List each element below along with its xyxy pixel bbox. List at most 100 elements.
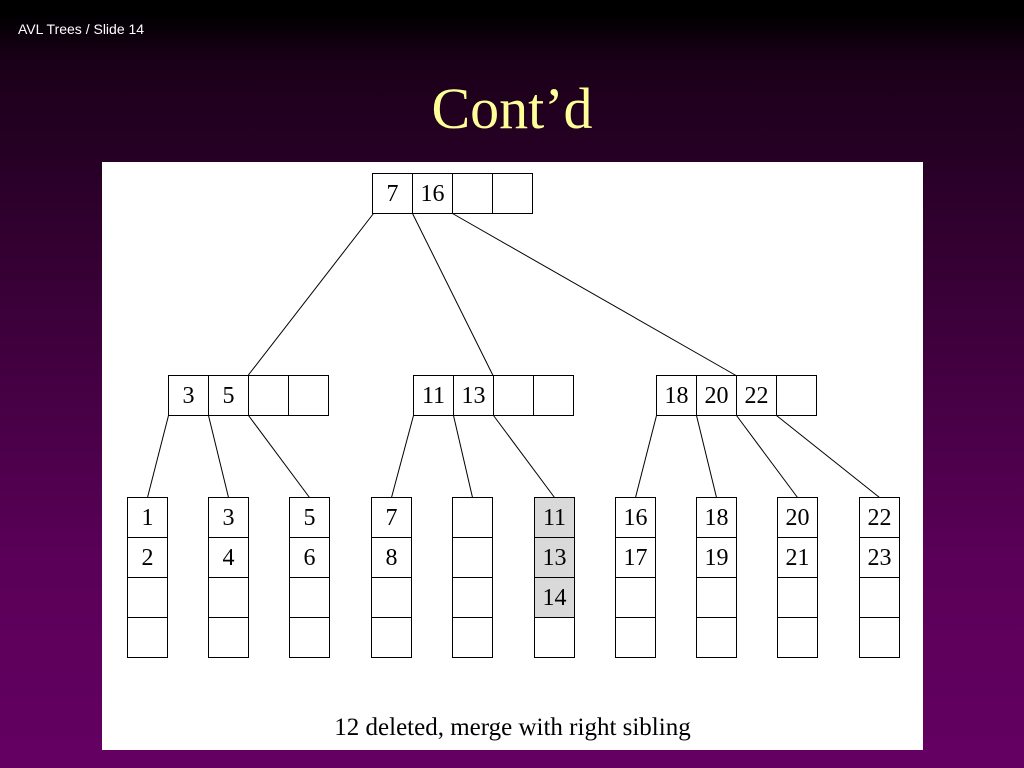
edge-internal-to-leaf (776, 415, 880, 498)
leaf-cell (615, 577, 656, 618)
edge-internal-to-leaf (696, 415, 717, 498)
edge-internal-to-leaf (453, 415, 473, 498)
edge-root-to-internal (412, 213, 494, 376)
key-label: 23 (868, 545, 892, 571)
internal-node-cell: 3 (168, 375, 209, 416)
key-label: 5 (223, 383, 235, 409)
edge-internal-to-leaf (391, 415, 414, 498)
key-label: 19 (705, 545, 729, 571)
key-label: 1 (142, 505, 154, 531)
key-label: 2 (142, 545, 154, 571)
merged-leaf-cell: 11 (534, 497, 575, 538)
leaf-cell: 19 (696, 537, 737, 578)
key-label: 18 (665, 383, 689, 409)
leaf-cell (127, 617, 168, 658)
leaf-cell (452, 497, 493, 538)
leaf-cell: 6 (289, 537, 330, 578)
diagram-caption: 12 deleted, merge with right sibling (334, 714, 691, 741)
leaf-cell (289, 577, 330, 618)
leaf-cell: 16 (615, 497, 656, 538)
key-label: 7 (387, 181, 399, 207)
key-label: 3 (223, 505, 235, 531)
edge-internal-to-leaf (635, 415, 657, 498)
internal-node-cell (533, 375, 574, 416)
edge-internal-to-leaf (736, 415, 798, 498)
key-label: 18 (705, 505, 729, 531)
merged-leaf-cell: 13 (534, 537, 575, 578)
leaf-cell: 21 (777, 537, 818, 578)
leaf-cell (777, 577, 818, 618)
leaf-cell (452, 617, 493, 658)
internal-node-cell (493, 375, 534, 416)
slide-label: AVL Trees / Slide 14 (18, 21, 145, 37)
edge-root-to-internal (452, 213, 737, 376)
leaf-cell (859, 577, 900, 618)
leaf-cell (615, 617, 656, 658)
leaf-cell (452, 577, 493, 618)
internal-node-cell (248, 375, 289, 416)
key-label: 11 (422, 383, 445, 409)
internal-node-cell: 20 (696, 375, 737, 416)
leaf-cell: 20 (777, 497, 818, 538)
internal-node-cell (288, 375, 329, 416)
key-label: 7 (386, 505, 398, 531)
root-node-cell (452, 173, 493, 214)
merged-leaf-cell: 14 (534, 577, 575, 618)
key-label: 13 (543, 545, 567, 571)
internal-node-cell: 18 (656, 375, 697, 416)
leaf-cell (859, 617, 900, 658)
leaf-cell: 3 (208, 497, 249, 538)
key-label: 8 (386, 545, 398, 571)
key-label: 11 (543, 505, 566, 531)
internal-node-cell: 5 (208, 375, 249, 416)
leaf-cell: 23 (859, 537, 900, 578)
leaf-cell: 17 (615, 537, 656, 578)
key-label: 5 (304, 505, 316, 531)
leaf-cell (208, 617, 249, 658)
edge-internal-to-leaf (147, 415, 169, 498)
leaf-cell (777, 617, 818, 658)
key-label: 16 (624, 505, 648, 531)
leaf-cell: 18 (696, 497, 737, 538)
leaf-cell (289, 617, 330, 658)
key-label: 6 (304, 545, 316, 571)
key-label: 20 (786, 505, 810, 531)
leaf-cell (371, 617, 412, 658)
key-label: 21 (786, 545, 810, 571)
leaf-cell: 8 (371, 537, 412, 578)
leaf-cell: 4 (208, 537, 249, 578)
root-node-cell: 7 (372, 173, 413, 214)
leaf-cell: 22 (859, 497, 900, 538)
edge-root-to-internal (247, 213, 374, 376)
leaf-cell (371, 577, 412, 618)
key-label: 20 (705, 383, 729, 409)
key-label: 4 (223, 545, 235, 571)
edge-internal-to-leaf (493, 415, 555, 498)
key-label: 17 (624, 545, 648, 571)
internal-node-cell: 13 (453, 375, 494, 416)
leaf-cell (208, 577, 249, 618)
edge-internal-to-leaf (248, 415, 310, 498)
leaf-cell (127, 577, 168, 618)
root-node-cell: 16 (412, 173, 453, 214)
root-node-cell (492, 173, 533, 214)
internal-node-cell: 22 (736, 375, 777, 416)
key-label: 14 (543, 585, 567, 611)
key-label: 16 (421, 181, 445, 207)
leaf-cell: 7 (371, 497, 412, 538)
internal-node-cell (776, 375, 817, 416)
leaf-cell (452, 537, 493, 578)
key-label: 22 (745, 383, 769, 409)
key-label: 3 (183, 383, 195, 409)
leaf-cell: 5 (289, 497, 330, 538)
edge-internal-to-leaf (208, 415, 229, 498)
merged-leaf-cell (534, 617, 575, 658)
internal-node-cell: 11 (413, 375, 454, 416)
key-label: 22 (868, 505, 892, 531)
leaf-cell (696, 617, 737, 658)
leaf-cell (696, 577, 737, 618)
top-bar (0, 0, 1024, 14)
leaf-cell: 2 (127, 537, 168, 578)
